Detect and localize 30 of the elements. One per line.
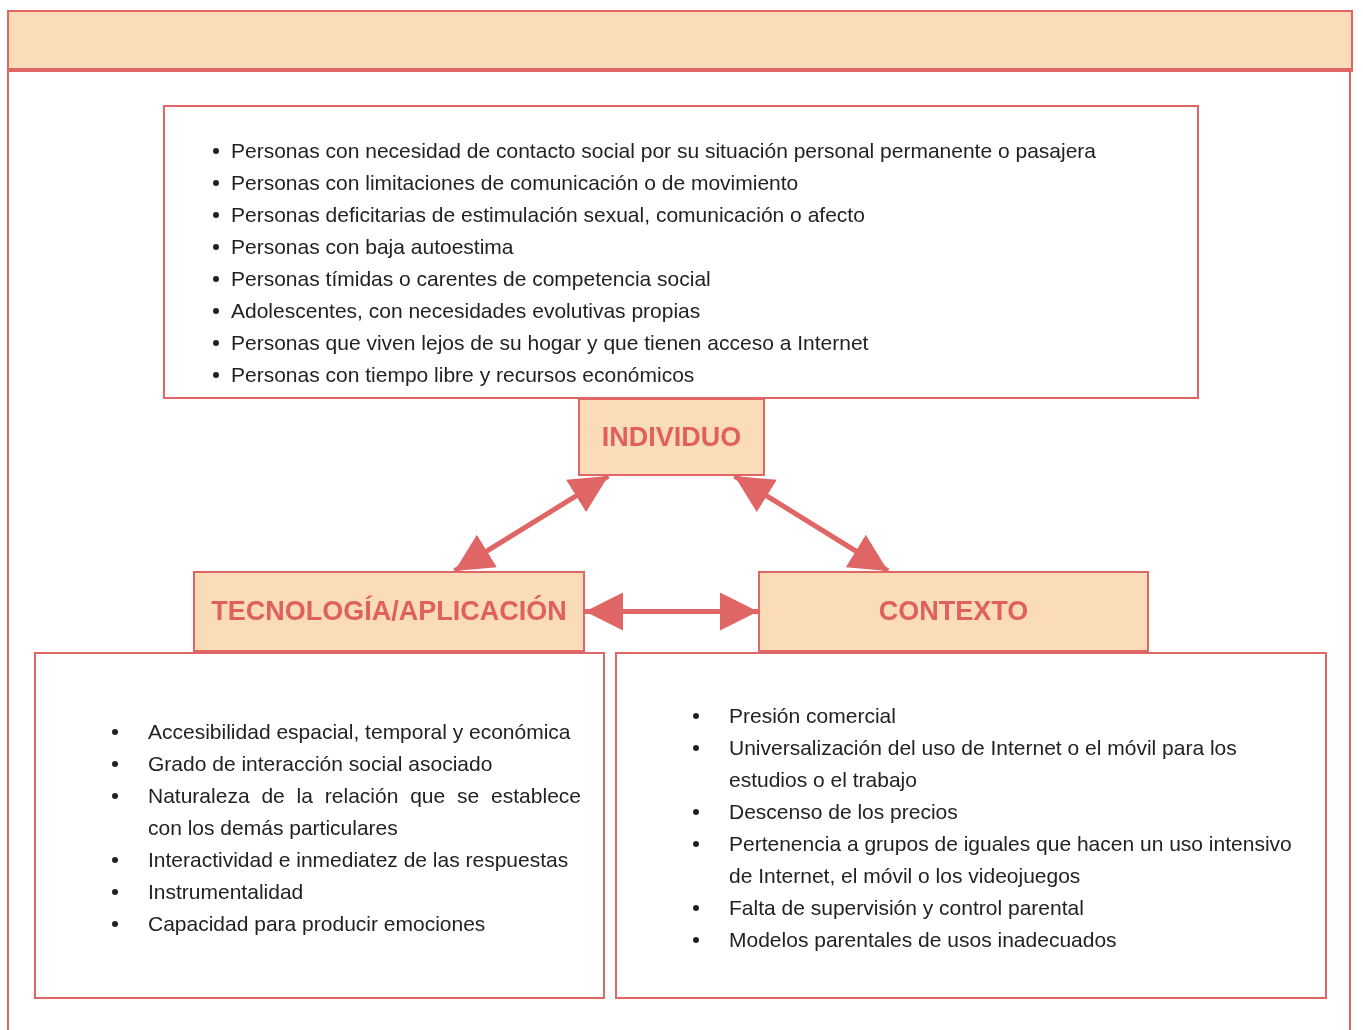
node-title: TECNOLOGÍA/APLICACIÓN: [211, 596, 567, 627]
bullet-item: Pertenencia a grupos de iguales que hacen un uso intensivo de Internet, el móvil o los videojuegos: [729, 832, 1292, 887]
list-box: [163, 105, 1199, 399]
title-box: [578, 398, 765, 476]
bullet-item: Personas tímidas o carentes de competencia social: [231, 267, 711, 290]
bullet-item: Personas con baja autoestima: [231, 235, 514, 258]
bullet-item: Personas que viven lejos de su hogar y que tienen acceso a Internet: [231, 331, 869, 354]
bullet-item: Falta de supervisión y control parental: [729, 896, 1084, 919]
title-box: [193, 571, 585, 652]
bullet-item: Descenso de los precios: [729, 800, 958, 823]
list-box: [615, 652, 1327, 999]
bullet-item: Personas deficitarias de estimulación sexual, comunicación o afecto: [231, 203, 865, 226]
bullet-item: Capacidad para producir emociones: [148, 912, 486, 935]
bullet-item: Modelos parentales de usos inadecuados: [729, 928, 1117, 951]
node-title: INDIVIDUO: [601, 421, 742, 453]
bullet-item: Adolescentes, con necesidades evolutivas propias: [231, 299, 701, 322]
title-box: [758, 571, 1149, 652]
bullet-item: Grado de interacción social asociado: [148, 752, 493, 775]
double-arrow: [585, 592, 758, 631]
bullet-item: Presión comercial: [729, 704, 896, 727]
bullet-item: Personas con necesidad de contacto social por su situación personal permanente o pasajera: [231, 139, 1097, 162]
bullet-item: Personas con tiempo libre y recursos económicos: [231, 363, 695, 386]
node-title: CONTEXTO: [878, 596, 1029, 627]
bullet-item: Personas con limitaciones de comunicación o de movimiento: [231, 171, 799, 194]
bullet-item: Naturaleza de la relación que se establece con los demás particulares: [148, 784, 581, 839]
bullet-item: Interactividad e inmediatez de las respuestas: [148, 848, 569, 871]
bullet-item: Instrumentalidad: [148, 880, 304, 903]
bullet-item: Accesibilidad espacial, temporal y económica: [148, 720, 571, 743]
list-box: [34, 652, 605, 999]
bullet-item: Universalización del uso de Internet o el móvil para los estudios o el trabajo: [729, 736, 1237, 791]
